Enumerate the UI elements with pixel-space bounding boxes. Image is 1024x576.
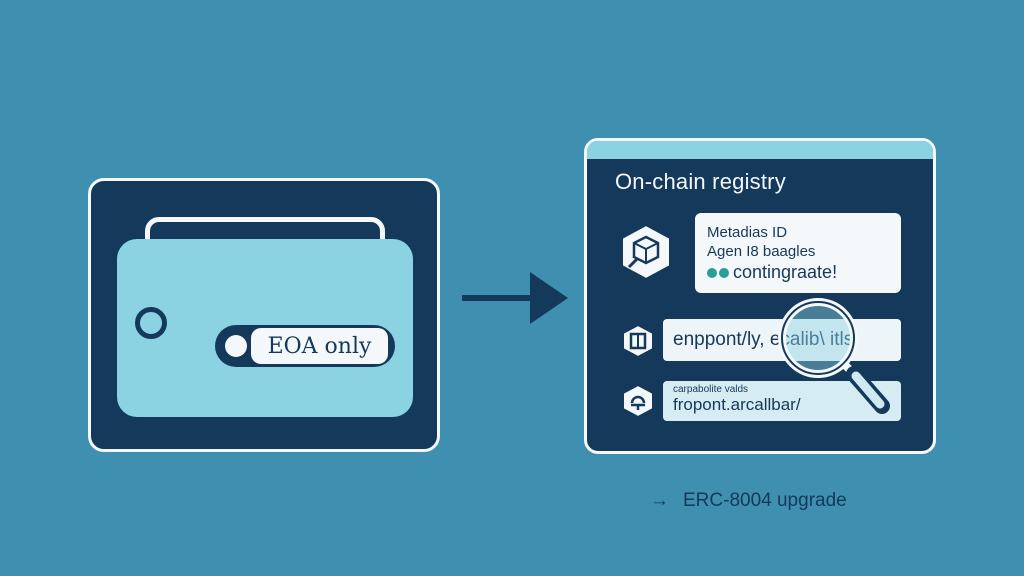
eoa-only-label: EOA only	[251, 328, 388, 364]
metadata-card: Metadias ID Agen I8 baagles contingraate…	[695, 213, 901, 293]
upgrade-caption: → ERC-8004 upgrade	[650, 490, 847, 512]
badge-hex-icon	[622, 383, 654, 419]
cube-hex-icon	[621, 223, 671, 281]
capability-label: carpabolite valds	[673, 384, 749, 395]
box-hex-icon	[622, 323, 654, 359]
endpoint-text: enppont/ly, ecalib\ itls	[673, 329, 854, 350]
config-text: contingraate!	[733, 262, 838, 282]
panel-header-bar	[587, 141, 933, 159]
magnifier-icon	[778, 298, 890, 414]
registry-title: On-chain registry	[615, 169, 786, 194]
tag-dot-icon	[225, 335, 247, 357]
wallet-clasp-icon	[135, 307, 167, 339]
registry-panel: On-chain registry Metadias ID Agen I8 ba…	[584, 138, 936, 454]
metadata-id-text: Metadias ID	[707, 224, 788, 241]
capability-value: fropont.arcallbar/	[673, 395, 801, 414]
eoa-panel: EOA only	[88, 178, 440, 452]
wallet-icon: EOA only	[117, 239, 413, 417]
eoa-tag: EOA only	[215, 325, 395, 367]
caption-arrow-icon: →	[650, 490, 669, 511]
status-dots-icon	[707, 267, 729, 278]
agent-badges-text: Agen I8 baagles	[707, 243, 816, 260]
arrow-right-icon	[462, 272, 568, 324]
erc-8004-label: ERC-8004 upgrade	[683, 490, 847, 511]
